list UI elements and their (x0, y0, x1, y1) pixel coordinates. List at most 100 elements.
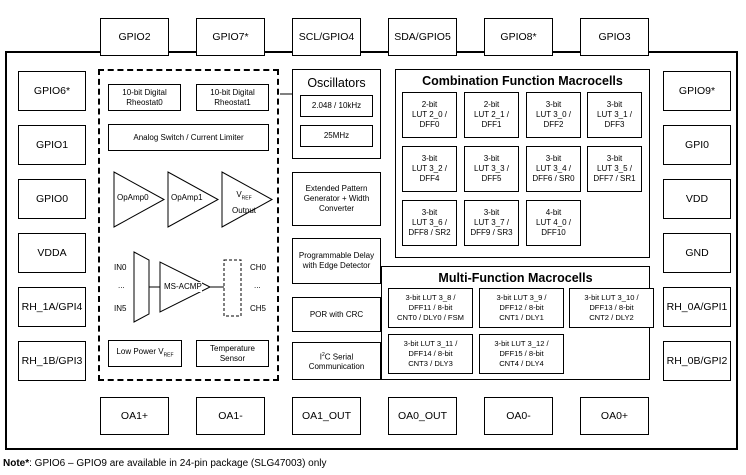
lowpower-sub-text: REF (163, 352, 174, 359)
lut-cell-line: DFF0 (419, 120, 440, 129)
lut-cell-line: LUT 3_4 / (536, 164, 571, 173)
lut-cell-line: DFF5 (481, 174, 502, 183)
pin-bottom-1: OA1+ (100, 397, 169, 435)
lut-cell-line: LUT 3_2 / (412, 164, 447, 173)
pin-left-3: GPIO0 (18, 179, 86, 219)
multi-cell-line: DFF11 / 8-bit (408, 303, 453, 312)
multi-cell-line: CNT4 / DLY4 (499, 359, 544, 368)
vref-output-symbol (221, 171, 274, 228)
footnote: Note*: GPIO6 – GPIO9 are available in 24… (3, 458, 327, 469)
lut-cell-line: DFF4 (419, 174, 440, 183)
in5-label: IN5 (114, 304, 127, 313)
lut-cell-line: LUT 2_0 / (412, 110, 447, 119)
rheostat1-block: 10-bit Digital Rheostat1 (196, 84, 269, 111)
low-power-vref-block: Low Power VREF (108, 340, 182, 367)
i2c-pre-text: I (319, 352, 322, 362)
pin-left-6: RH_1B/GPI3 (18, 341, 86, 381)
opamp0-label-alt: OpAmp0 (117, 193, 149, 202)
lut-cell-line: DFF8 / SR2 (408, 228, 451, 237)
osc2-block: 25MHz (300, 125, 373, 147)
ch0-label: CH0 (250, 263, 267, 272)
lut-cell-line: DFF3 (604, 120, 625, 129)
multi-cell-line: 3-bit LUT 3_10 / (584, 293, 639, 302)
lowpower-main-text: Low Power V (116, 346, 164, 356)
analog-block (98, 69, 279, 381)
i2c-block: I2C Serial Communication (292, 342, 381, 380)
multi-cell-line: CNT3 / DLY3 (408, 359, 453, 368)
input-mux-symbol (133, 251, 150, 323)
lut-cell-line: 3-bit (483, 154, 500, 163)
multi-cell-line: DFF15 / 8-bit (499, 349, 544, 358)
lut-cell-line: 3-bit (483, 208, 500, 217)
pin-right-2: GPI0 (663, 125, 731, 165)
lut-cell-line: LUT 3_3 / (474, 164, 509, 173)
i2c-sup-text: 2 (322, 351, 325, 358)
i2c-post-text: C Serial Communication (308, 352, 365, 372)
temperature-sensor-block: Temperature Sensor (196, 340, 269, 367)
in0-label: IN0 (114, 263, 127, 272)
multi-cell-line: CNT0 / DLY0 / FSM (397, 313, 464, 322)
vref-output-label: VREF Output (225, 189, 263, 216)
pin-left-4: VDDA (18, 233, 86, 273)
acmp-label: MS-ACMP (164, 282, 202, 292)
oscillators-title: Oscillators (307, 76, 366, 90)
lut-cell-line: LUT 3_1 / (597, 110, 632, 119)
pin-bottom-6: OA0+ (580, 397, 649, 435)
lut-cell-line: 3-bit (421, 208, 438, 217)
opamp0-symbol (113, 171, 166, 228)
multi-title: Multi-Function Macrocells (438, 271, 593, 285)
lut-cell-line: DFF7 / SR1 (593, 174, 636, 183)
multi-cell-line: 3-bit LUT 3_9 / (496, 293, 547, 302)
in-dots-label: ... (118, 281, 125, 290)
osc1-block: 2.048 / 10kHz (300, 95, 373, 117)
chip-boundary (5, 51, 738, 450)
pin-right-3: VDD (663, 179, 731, 219)
multi-cell-line: CNT1 / DLY1 (499, 313, 544, 322)
pin-right-1: GPIO9* (663, 71, 731, 111)
lut-cell-line: DFF10 (541, 228, 566, 237)
pattern-generator-block: Extended Pattern Generator + Width Conve… (292, 172, 381, 226)
pin-top-6: GPIO3 (580, 18, 649, 56)
lut-cell-line: LUT 3_0 / (536, 110, 571, 119)
lut-cell-line: LUT 3_6 / (412, 218, 447, 227)
analog-switch-block: Analog Switch / Current Limiter (108, 124, 269, 151)
multi-cell-line: DFF14 / 8-bit (408, 349, 453, 358)
lut-cell-line: LUT 4_0 / (536, 218, 571, 227)
lut-cell-line: DFF9 / SR3 (470, 228, 513, 237)
pin-right-6: RH_0B/GPI2 (663, 341, 731, 381)
multi-cell-line: 3-bit LUT 3_11 / (403, 339, 458, 348)
pin-bottom-2: OA1- (196, 397, 265, 435)
lut-cell-line: LUT 3_5 / (597, 164, 632, 173)
multi-cell-line: CNT2 / DLY2 (589, 313, 634, 322)
lut-cell-line: LUT 2_1 / (474, 110, 509, 119)
pin-left-1: GPIO6* (18, 71, 86, 111)
lut-cell-line: LUT 3_7 / (474, 218, 509, 227)
programmable-delay-block: Programmable Delay with Edge Detector (292, 238, 381, 284)
lut-cell-line: 4-bit (545, 208, 562, 217)
pin-top-4: SDA/GPIO5 (388, 18, 457, 56)
opamp1-label: OpAmp1 (171, 193, 203, 203)
lut-cell-line: 3-bit (606, 100, 623, 109)
lut-cell-line: 2-bit (421, 100, 438, 109)
lut-cell-line: DFF2 (543, 120, 564, 129)
multi-cell-line: DFF13 / 8-bit (589, 303, 634, 312)
vref-sub-text: REF (241, 195, 252, 202)
ch-dots-label: ... (254, 281, 261, 290)
lut-cell-line: 3-bit (545, 154, 562, 163)
lut-cell-line: 3-bit (421, 154, 438, 163)
vref-rest-text: Output (231, 205, 256, 215)
